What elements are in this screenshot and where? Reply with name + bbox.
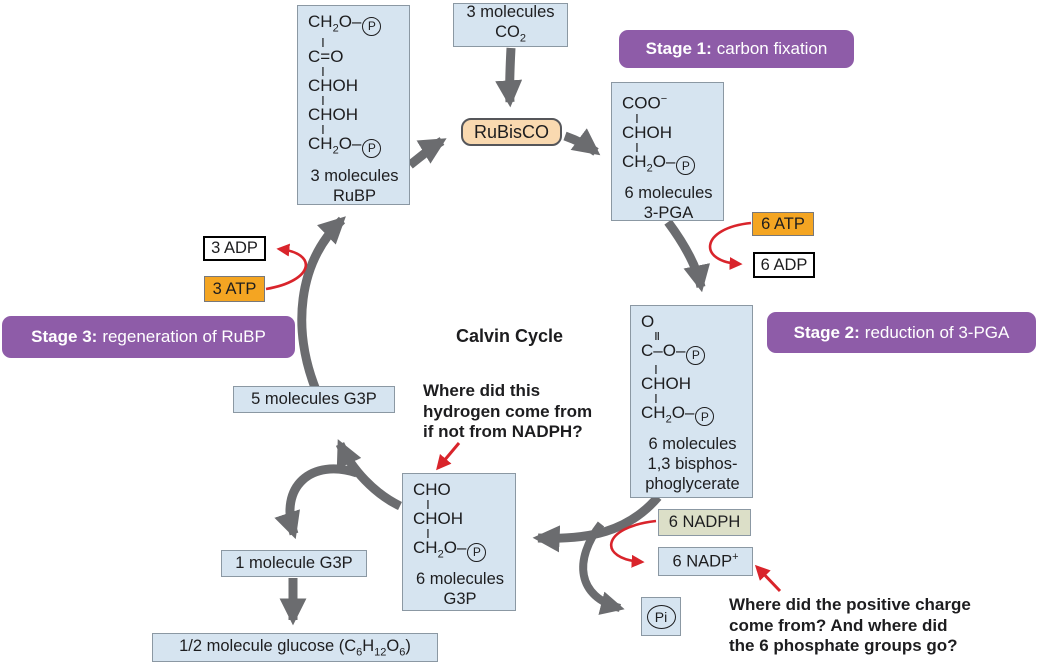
adp3-box: 3 ADP	[203, 236, 266, 261]
stage-2-text: reduction of 3-PGA	[864, 322, 1010, 342]
g3p1-box: 1 molecule G3P	[221, 550, 367, 577]
co2-line1: 3 molecules	[466, 2, 555, 21]
arrow-nadph-to-nadp	[610, 519, 657, 568]
arrow-branch-to-1g3p	[274, 464, 359, 540]
arrow-pga-to-bpg	[664, 219, 710, 293]
nadph-label: 6 NADPH	[668, 513, 741, 531]
arrow-5g3p-to-rubp	[297, 216, 346, 392]
nadp-box: 6 NADP+	[658, 547, 753, 576]
g3p1-label: 1 molecule G3P	[235, 554, 353, 572]
diagram-title: Calvin Cycle	[456, 326, 564, 346]
arrow-rubp-to-rubisco	[407, 137, 447, 169]
stage-1-label: Stage 1: carbon fixation	[619, 30, 854, 68]
pga-formula: COO−|CHOH|CH2O–P	[622, 89, 715, 178]
nadp-label: 6 NADP+	[672, 551, 739, 571]
arrow-atp6-to-adp6	[708, 221, 752, 271]
co2-box: 3 molecules CO2	[453, 3, 568, 47]
adp6-label: 6 ADP	[760, 255, 808, 274]
g3p5-box: 5 molecules G3P	[233, 386, 395, 413]
g3p5-label: 5 molecules G3P	[251, 390, 377, 408]
glucose-label: 1/2 molecule glucose (C6H12O6)	[179, 636, 411, 659]
stage-2-label: Stage 2: reduction of 3-PGA	[767, 312, 1036, 353]
rubisco-enzyme-pill: RuBisCO	[461, 118, 562, 146]
glucose-box: 1/2 molecule glucose (C6H12O6)	[152, 633, 438, 662]
co2-formula: CO2	[495, 22, 526, 45]
bpg-formula: O‖C–O–P|CHOH|CH2O–P	[641, 312, 744, 429]
arrow-bpg-to-g3p	[532, 494, 662, 553]
arrow-g3p-to-5g3p	[335, 439, 403, 511]
atp6-label: 6 ATP	[761, 214, 805, 233]
adp3-label: 3 ADP	[211, 239, 258, 257]
arrow-atp3-to-adp3	[265, 243, 308, 291]
arrow-branch-to-pi	[579, 521, 625, 615]
arrow-co2-to-rubisco	[495, 47, 523, 108]
stage-2-number: Stage 2:	[793, 322, 860, 342]
atp3-box: 3 ATP	[204, 276, 265, 302]
adp6-box: 6 ADP	[753, 252, 815, 278]
atp3-label: 3 ATP	[212, 279, 257, 298]
atp6-box: 6 ATP	[752, 212, 814, 236]
arrow-charge-question	[754, 564, 782, 593]
stage-1-number: Stage 1:	[645, 39, 712, 58]
rubp-formula: CH2O–P|C=O|CHOH|CHOH|CH2O–P	[308, 12, 401, 161]
pi-circle-icon: Pi	[646, 604, 676, 629]
g3p-formula: CHO|CHOH|CH2O–P	[413, 480, 507, 564]
arrow-hydrogen-question	[436, 442, 461, 471]
nadph-box: 6 NADPH	[658, 509, 751, 536]
stage-3-label: Stage 3: regeneration of RuBP	[2, 316, 295, 358]
stage-1-text: carbon fixation	[716, 39, 828, 58]
pi-box: Pi	[641, 597, 681, 636]
rubisco-label: RuBisCO	[473, 121, 549, 142]
stage-3-number: Stage 3:	[31, 327, 98, 346]
arrow-rubisco-to-pga	[563, 128, 601, 156]
stage-3-text: regeneration of RuBP	[102, 327, 266, 346]
